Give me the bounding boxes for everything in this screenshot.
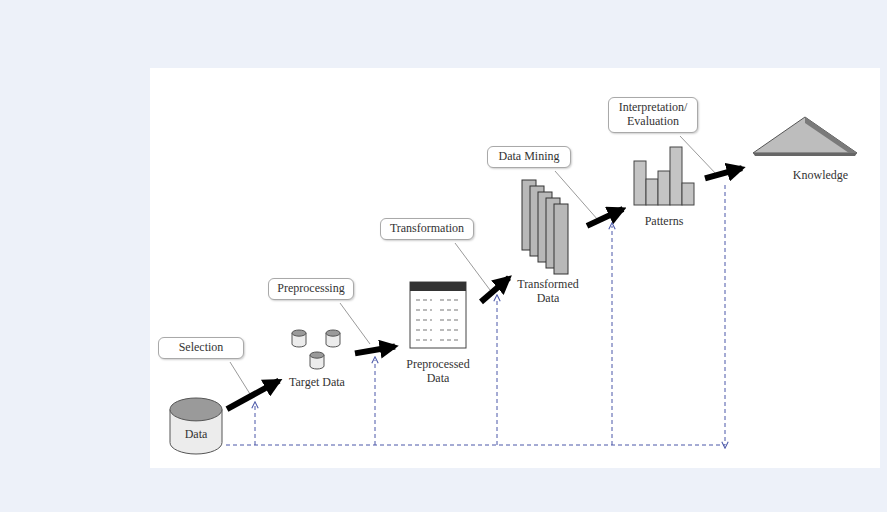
flow-arrow xyxy=(355,346,395,353)
stage-label: Patterns xyxy=(626,215,702,229)
data-stage: Preprocessed Data xyxy=(398,280,478,398)
stage-label: Knowledge xyxy=(775,169,866,183)
data-stage: Target Data xyxy=(282,326,352,394)
flow-arrow xyxy=(227,381,279,409)
stage-label: Target Data xyxy=(282,376,352,390)
flow-arrow xyxy=(705,168,742,178)
leader-lines xyxy=(230,136,718,394)
step-label: Interpretation/ Evaluation xyxy=(615,101,691,129)
flow-arrow xyxy=(587,209,623,226)
step-label: Preprocessing xyxy=(275,282,347,296)
data-stage: Patterns xyxy=(626,145,702,235)
data-stage: Knowledge xyxy=(745,115,860,187)
stage-icon xyxy=(282,326,352,376)
data-stage: Data xyxy=(168,396,224,456)
stage-label: Preprocessed Data xyxy=(398,358,478,386)
step-label: Transformation xyxy=(387,222,467,236)
step-callout: Transformation xyxy=(380,218,474,240)
stage-icon xyxy=(745,115,860,157)
stage-label: Data xyxy=(168,428,224,442)
step-callout: Data Mining xyxy=(487,146,571,168)
flow-arrow xyxy=(481,278,509,302)
stage-icon xyxy=(512,178,584,284)
step-label: Selection xyxy=(165,341,237,355)
stage-icon xyxy=(398,280,478,352)
stage-label: Transformed Data xyxy=(512,278,584,306)
step-callout: Interpretation/ Evaluation xyxy=(608,97,698,133)
data-stage: Transformed Data xyxy=(512,178,584,310)
stage-icon xyxy=(626,145,702,207)
step-callout: Selection xyxy=(158,337,244,359)
stage-icon xyxy=(168,396,224,456)
white-panel xyxy=(150,68,880,468)
step-callout: Preprocessing xyxy=(268,278,354,300)
step-label: Data Mining xyxy=(494,150,564,164)
